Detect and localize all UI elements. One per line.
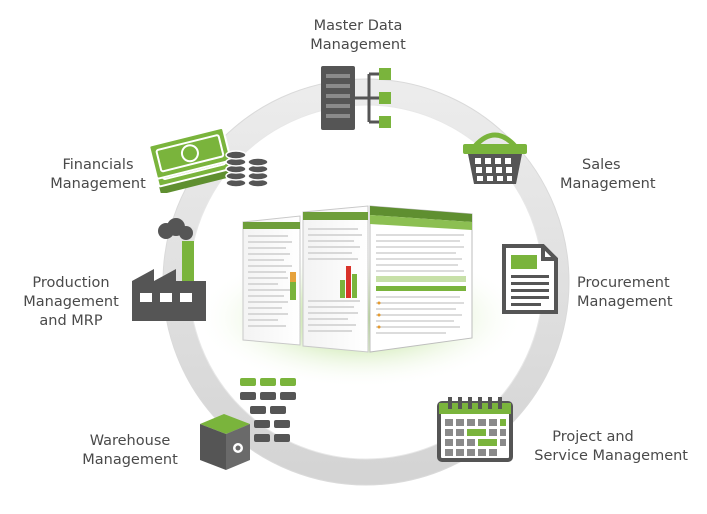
project-label-line2: Service Management — [534, 448, 688, 464]
warehouse-box-icon — [200, 378, 296, 470]
sales-label-line2: Management — [560, 176, 656, 192]
sales-label-line1: Sales — [582, 157, 621, 173]
warehouse-label-line2: Management — [82, 452, 178, 468]
procurement-label-line1: Procurement — [577, 275, 670, 291]
production-label-line2: Management — [23, 294, 119, 310]
project-label: Project and Service Management — [520, 428, 688, 466]
warehouse-label-line1: Warehouse — [89, 433, 171, 449]
production-label: Production Management and MRP — [18, 274, 124, 331]
warehouse-label: Warehouse Management — [70, 432, 190, 470]
server-icon — [321, 66, 391, 130]
financials-label-line1: Financials — [62, 157, 134, 173]
master-data-label-line1: Master Data — [313, 18, 403, 34]
production-label-line3: and MRP — [39, 313, 103, 329]
coin-stacks — [225, 150, 269, 188]
money-icon — [148, 126, 269, 193]
procurement-label-line2: Management — [577, 294, 673, 310]
software-screenshots — [242, 205, 473, 353]
procurement-label: Procurement Management — [577, 274, 702, 312]
financials-label: Financials Management — [48, 156, 148, 194]
sales-label: Sales Management — [560, 156, 690, 194]
basket-icon — [463, 132, 527, 184]
document-icon — [502, 244, 558, 314]
master-data-label-line2: Management — [310, 37, 406, 53]
financials-label-line2: Management — [50, 176, 146, 192]
production-label-line1: Production — [32, 275, 110, 291]
calendar-icon — [437, 397, 513, 462]
factory-icon — [132, 218, 206, 321]
master-data-label: Master Data Management — [288, 17, 428, 55]
project-label-line1: Project and — [552, 429, 634, 445]
